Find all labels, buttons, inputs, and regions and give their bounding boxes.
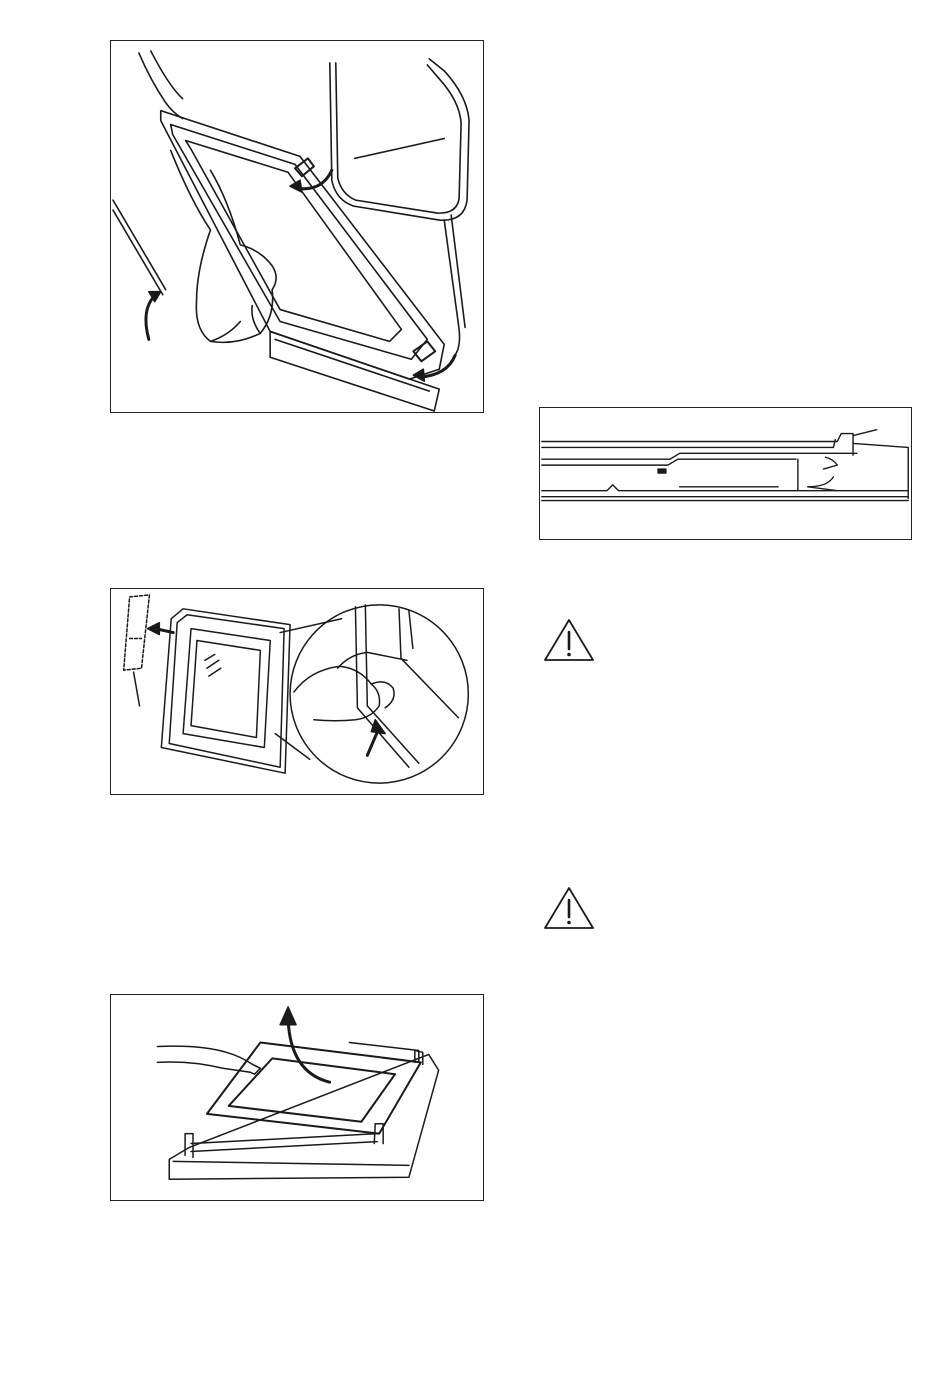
figure-door-hinge-removal: [110, 40, 484, 413]
oven-door-hinge-removal-illustration: [111, 41, 483, 412]
figure-door-glass-release: [110, 588, 484, 795]
inner-glass-panel-lift-illustration: [111, 995, 483, 1200]
door-glass-cross-section-illustration: [540, 408, 911, 539]
figure-door-cross-section: [539, 407, 912, 540]
warning-triangle-icon: [543, 885, 595, 931]
door-glass-release-clip-illustration: [111, 589, 483, 794]
figure-inner-glass-lift: [110, 994, 484, 1201]
warning-triangle-icon: [543, 617, 595, 663]
